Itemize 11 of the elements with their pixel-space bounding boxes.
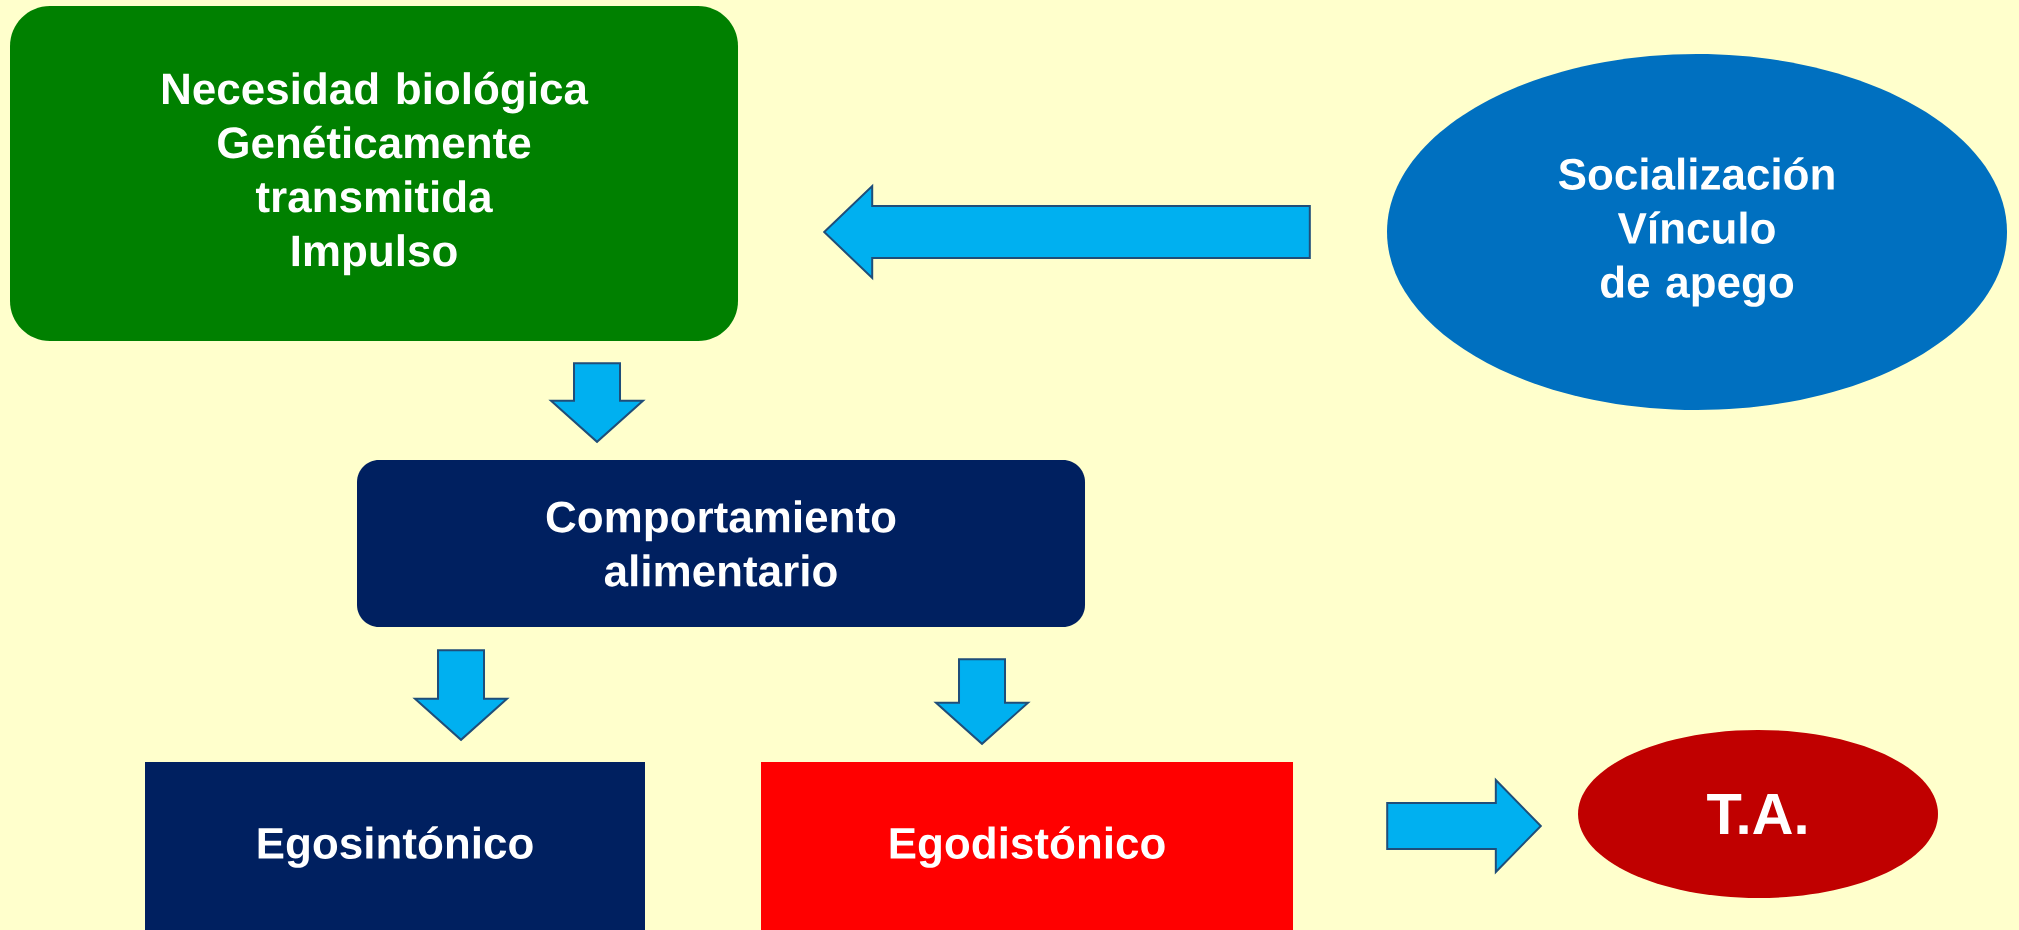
process-box: Egodistónico <box>761 762 1293 930</box>
ellipse-node: Socialización Vínculo de apego <box>1387 54 2007 410</box>
block-arrow <box>822 183 1311 281</box>
process-box: Egosintónico <box>145 762 645 930</box>
block-arrow <box>548 362 646 444</box>
ellipse-node: T.A. <box>1578 730 1938 898</box>
process-box: Comportamiento alimentario <box>357 460 1085 627</box>
block-arrow <box>1386 777 1543 875</box>
process-box: Necesidad biológica Genéticamente transmitida Impulso <box>10 6 738 341</box>
block-arrow <box>412 649 510 742</box>
block-arrow <box>933 658 1031 746</box>
